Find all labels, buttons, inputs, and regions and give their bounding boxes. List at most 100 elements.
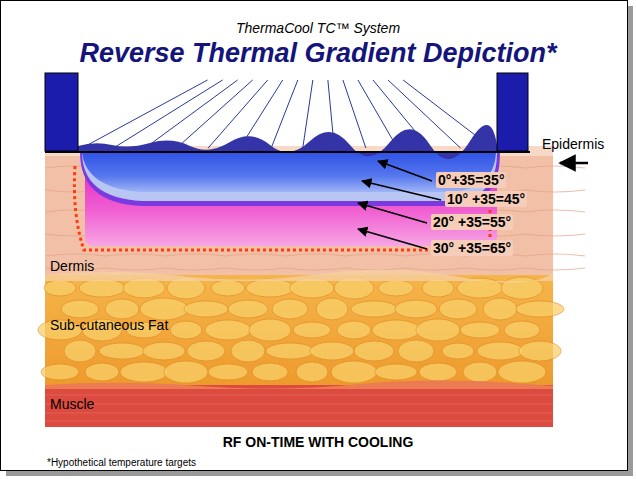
leader-line (378, 161, 432, 181)
fat-cell (140, 298, 188, 320)
fat-cell (266, 343, 314, 359)
fat-cell (498, 361, 546, 383)
fat-cell (64, 340, 96, 362)
fat-cell (99, 343, 145, 359)
caption: RF ON-TIME WITH COOLING (223, 434, 414, 450)
temperature-label: 20° +35=55° (431, 214, 513, 230)
fat-cell (211, 280, 245, 296)
fat-cell (293, 322, 331, 338)
fat-cell (249, 319, 291, 341)
coolant (78, 125, 497, 159)
tissue-band: Muscle (45, 387, 553, 427)
rf-field-line (388, 80, 460, 148)
fat-cell (439, 299, 477, 319)
rf-field-line (343, 80, 366, 148)
frame (1, 1, 628, 471)
fat-cell (228, 300, 268, 318)
fat-cell (422, 279, 454, 297)
fat-cell (398, 340, 434, 362)
fat-cell (120, 362, 168, 382)
fat-cell (143, 342, 185, 360)
fat-cell (170, 321, 202, 339)
fat-cell (205, 320, 251, 340)
rf-field-line (271, 80, 298, 148)
fat-cell (395, 300, 437, 318)
fat-cell (442, 343, 474, 359)
fat-cell (519, 341, 561, 361)
fat-cell (463, 362, 497, 382)
fat-cell (516, 301, 564, 317)
muscle-fiber (45, 395, 553, 396)
leader-line (358, 203, 427, 223)
fat-cell (372, 320, 420, 340)
fat-texture (38, 277, 564, 383)
fat-cell (208, 364, 248, 380)
temperature-label: 10° +35=45° (445, 191, 527, 207)
layer-label: Epidermis (542, 136, 604, 152)
fat-muscle-boundary (45, 380, 553, 389)
fat-cell (316, 298, 348, 320)
electrode (497, 73, 528, 151)
fat-cell (252, 363, 288, 381)
fat-cell (378, 280, 414, 296)
fat-cell (187, 341, 225, 361)
electrode (45, 73, 78, 151)
muscle-fiber (45, 413, 553, 414)
rf-field-line (358, 80, 397, 148)
footnote: *Hypothetical temperature targets (47, 457, 196, 469)
layer-label: Muscle (50, 396, 94, 412)
fat-cell (164, 361, 208, 383)
fat-cell (504, 321, 540, 339)
fat-cell (416, 319, 460, 341)
rf-field-line (240, 80, 283, 148)
fat-cell (41, 364, 79, 380)
fat-cell (419, 363, 457, 381)
rf-field-line (114, 80, 223, 148)
fat-cell (184, 301, 228, 317)
fat-cell (477, 342, 523, 360)
epidermis-line (45, 151, 530, 153)
fat-cell (310, 342, 354, 360)
rf-field-line (145, 80, 238, 148)
fat-cell (44, 280, 76, 296)
fat-cell (246, 279, 294, 297)
fat-cell (337, 321, 371, 339)
rf-field-line (177, 80, 253, 148)
cooling-zone-inner (82, 152, 497, 201)
layer-label: Dermis (50, 258, 94, 274)
rf-field-line (328, 80, 334, 148)
muscle-fiber (45, 404, 553, 405)
rf-field-line (208, 80, 268, 148)
leader-line (362, 181, 441, 200)
muscle-fiber (45, 421, 553, 422)
fat-cell (331, 361, 377, 383)
tissue-band: Sub-cutaneous Fat (45, 277, 553, 385)
fat-cell (85, 363, 119, 381)
leader-line (358, 229, 427, 249)
rf-field-line (303, 80, 313, 148)
fat-layer (45, 275, 553, 387)
fat-cell (296, 362, 328, 382)
fat-cell (351, 301, 397, 317)
fat-cell (272, 299, 308, 319)
temperature-label: 30° +35=65° (431, 240, 513, 256)
rf-field-line (373, 80, 429, 148)
fat-cell (460, 322, 500, 338)
subtitle: ThermaCool TC™ System (236, 20, 400, 36)
fat-cell (105, 299, 139, 319)
rf-field-lines (82, 80, 492, 148)
fat-cell (79, 279, 125, 297)
muscle-texture (45, 395, 553, 421)
fat-cell (231, 340, 265, 362)
fat-cell (354, 341, 394, 361)
epidermis-arrow (560, 162, 588, 165)
fat-cell (483, 298, 517, 320)
rf-field-line (403, 80, 492, 148)
fat-cell (61, 300, 99, 318)
cooling-zone (82, 152, 496, 192)
title: Reverse Thermal Gradient Depiction* (79, 38, 556, 69)
layer-label: Sub-cutaneous Fat (50, 317, 168, 333)
